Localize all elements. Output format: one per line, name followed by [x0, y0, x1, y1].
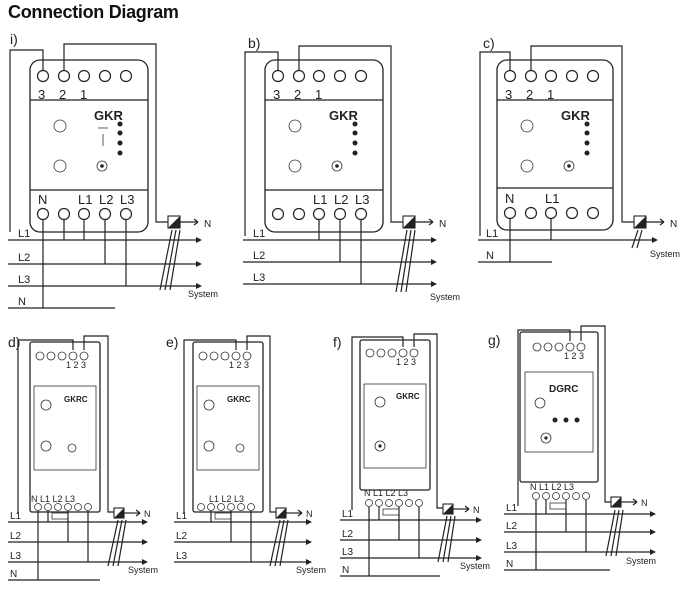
terminal-label: 2	[294, 87, 301, 102]
terminal-label: 1	[80, 87, 87, 102]
n-label: N	[670, 219, 677, 230]
panel-label: d)	[8, 334, 20, 350]
panel-label: i)	[10, 31, 18, 47]
terminal-label: N L1 L2 L3	[31, 494, 75, 504]
panel-e: e) 1 2 3 GKRC L1 L2 L3 N L1 L2 L3 System	[166, 334, 326, 575]
line-label: L2	[18, 252, 30, 264]
n-label: N	[144, 509, 151, 519]
line-label: L2	[342, 529, 354, 540]
system-label: System	[650, 249, 680, 259]
terminal-label: 1 2 3	[66, 360, 86, 370]
top-terminals	[36, 69, 133, 83]
panel-label: f)	[333, 334, 342, 350]
panel-f: f) 1 2 3 GKRC N L1 L2 L3 N L1 L2 L3 N Sy…	[333, 333, 490, 577]
panel-label: e)	[166, 334, 178, 350]
model-label: GKRC	[64, 395, 88, 404]
terminal-label: 2	[59, 87, 66, 102]
line-label: L3	[253, 272, 265, 284]
line-label: L3	[342, 547, 354, 558]
terminal-label: L1	[545, 191, 559, 206]
panel-label: c)	[483, 35, 495, 51]
terminal-label: L1	[78, 192, 92, 207]
system-label: System	[626, 556, 656, 566]
system-label: System	[460, 561, 490, 571]
n-label: N	[473, 505, 480, 515]
line-label: N	[342, 565, 349, 576]
diagram-title: Connection Diagram	[8, 2, 179, 22]
line-label: N	[506, 559, 513, 570]
panel-label: b)	[248, 35, 260, 51]
line-label: L1	[176, 511, 188, 522]
line-label: L1	[253, 228, 265, 240]
line-label: N	[10, 569, 17, 580]
terminal-label: N	[38, 192, 47, 207]
line-label: L2	[253, 250, 265, 262]
n-label: N	[439, 219, 446, 230]
line-label: L2	[10, 531, 22, 542]
line-label: L1	[506, 503, 518, 514]
n-label: N	[641, 498, 648, 508]
terminal-label: 3	[505, 87, 512, 102]
terminal-label: L3	[120, 192, 134, 207]
system-label: System	[128, 565, 158, 575]
line-label: L3	[10, 551, 22, 562]
terminal-label: 2	[526, 87, 533, 102]
model-label: GKRC	[396, 392, 420, 401]
line-label: L3	[18, 274, 30, 286]
line-label: L2	[176, 531, 188, 542]
terminal-label: L2	[334, 192, 348, 207]
system-label: System	[430, 292, 460, 302]
system-label: System	[188, 289, 218, 299]
terminal-label: 1	[547, 87, 554, 102]
terminal-label: 1 2 3	[396, 357, 416, 367]
terminal-label: 1 2 3	[229, 360, 249, 370]
panel-label: g)	[488, 332, 500, 348]
panel-d: d) 1 2 3 GKRC N L1 L2 L3 N L1 L2 L3 N Sy…	[8, 334, 158, 581]
line-label: N	[486, 250, 494, 262]
terminal-label: 1	[315, 87, 322, 102]
line-label: L1	[10, 511, 22, 522]
model-label: GKR	[561, 108, 591, 123]
panel-b: b) 3 2 1 GKR L1 L2 L3 N L1 L2 L3 System	[243, 35, 460, 302]
terminal-label: 3	[273, 87, 280, 102]
line-label: L3	[506, 541, 518, 552]
terminal-label: L2	[99, 192, 113, 207]
line-label: L1	[486, 228, 498, 240]
terminal-label: N L1 L2 L3	[530, 482, 574, 492]
bottom-terminals	[36, 207, 133, 221]
line-label: L1	[18, 228, 30, 240]
terminal-label: L1 L2 L3	[209, 494, 244, 504]
line-label: L3	[176, 551, 188, 562]
model-label: DGRC	[549, 384, 578, 395]
model-label: GKR	[329, 108, 359, 123]
terminal-label: 1 2 3	[564, 351, 584, 361]
n-label: N	[204, 219, 211, 230]
model-label: GKR	[94, 108, 124, 123]
line-label: L1	[342, 509, 354, 520]
gkr-relay-body	[29, 59, 149, 233]
panel-g: g) 1 2 3 DGRC N L1 L2 L3 N L1 L2 L3 N Sy…	[488, 325, 656, 571]
panel-c: c) 3 2 1 GKR N L1 N L1 N System	[478, 35, 680, 263]
line-label: N	[18, 296, 26, 308]
n-label: N	[306, 509, 313, 519]
terminal-label: N	[505, 191, 514, 206]
terminal-label: L3	[355, 192, 369, 207]
terminal-label: L1	[313, 192, 327, 207]
terminal-label: 3	[38, 87, 45, 102]
terminal-label: N L1 L2 L3	[364, 488, 408, 498]
line-label: L2	[506, 521, 518, 532]
system-label: System	[296, 565, 326, 575]
model-label: GKRC	[227, 395, 251, 404]
panel-i: i) 3 2 1 GKR N L1 L2 L3 N	[8, 31, 218, 309]
